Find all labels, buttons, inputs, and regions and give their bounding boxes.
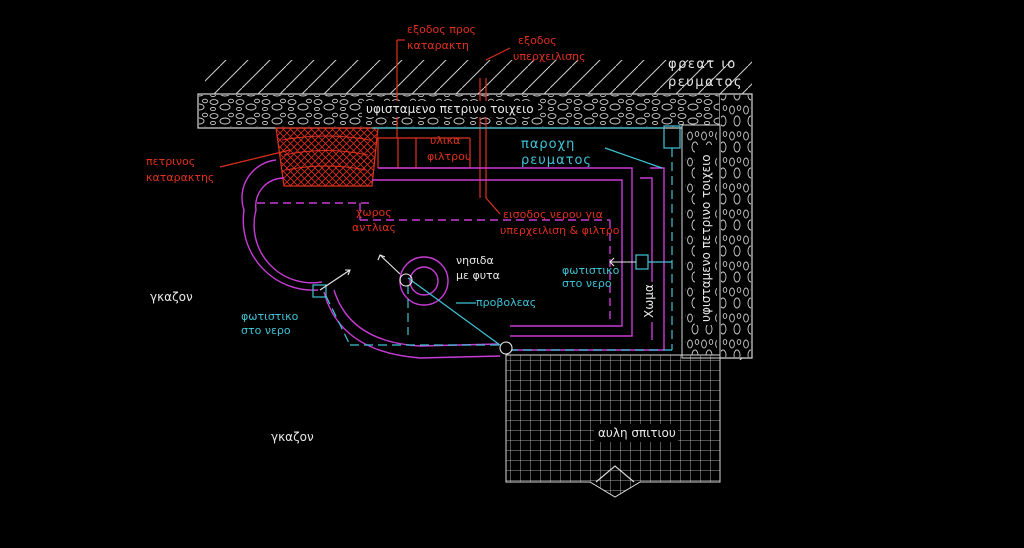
label-house-yard: αυλη σπιτιου (598, 426, 676, 440)
soil-channel (512, 167, 665, 351)
label-underwater-light-right-2: στο νερο (562, 277, 612, 290)
label-power-box-2: ρευματος (668, 75, 743, 90)
label-underwater-light-left-2: στο νερο (241, 324, 291, 337)
plant-island (399, 256, 449, 306)
label-filter-media-2: φιλτρου (427, 150, 471, 163)
label-power-supply-1: παροχη (521, 137, 575, 152)
house-yard (505, 354, 721, 498)
power-lines (312, 125, 681, 351)
label-pump-room-2: αντλιας (352, 221, 396, 234)
label-filter-media-1: υλικα (430, 134, 460, 147)
label-stone-waterfall-1: πετρινος (146, 155, 195, 168)
label-underwater-light-left-1: φωτιστικο (241, 310, 299, 323)
label-stone-waterfall-2: καταρακτης (146, 171, 214, 184)
labels: εξοδος προς καταρακτη εξοδος υπερχειλιση… (146, 23, 743, 444)
label-pump-room-1: χωρος (356, 206, 392, 219)
label-power-supply-2: ρευματος (521, 153, 592, 168)
label-exit-overflow-1: εξοδος (518, 34, 557, 47)
label-exit-waterfall-2: καταρακτη (407, 39, 469, 52)
label-lawn-1: γκαζον (150, 290, 193, 304)
label-wall-right: υφισταμενο πετρινο τοιχειο (699, 154, 713, 322)
label-spotlight: προβολεας (476, 296, 536, 309)
label-underwater-light-right-1: φωτιστικο (562, 264, 620, 277)
label-power-box-1: φρεατ ιο (668, 57, 737, 72)
label-island-2: με φυτα (456, 269, 500, 282)
label-exit-overflow-2: υπερχειλισης (513, 50, 586, 63)
label-island-1: νησιδα (456, 254, 494, 267)
label-water-inlet-1: εισοδος νερου για (503, 208, 603, 221)
spotlight-symbols (319, 254, 636, 355)
stone-waterfall (275, 127, 379, 187)
label-exit-waterfall-1: εξοδος προς (407, 23, 476, 36)
label-soil: Χωμα (642, 284, 656, 318)
pond-outline (241, 159, 633, 359)
right-stone-wall (681, 93, 753, 359)
label-wall-top: υφισταμενο πετρινο τοιχειο (366, 102, 534, 116)
label-lawn-2: γκαζον (271, 430, 314, 444)
label-water-inlet-2: υπερχειλιση & φιλτρο (500, 224, 620, 237)
